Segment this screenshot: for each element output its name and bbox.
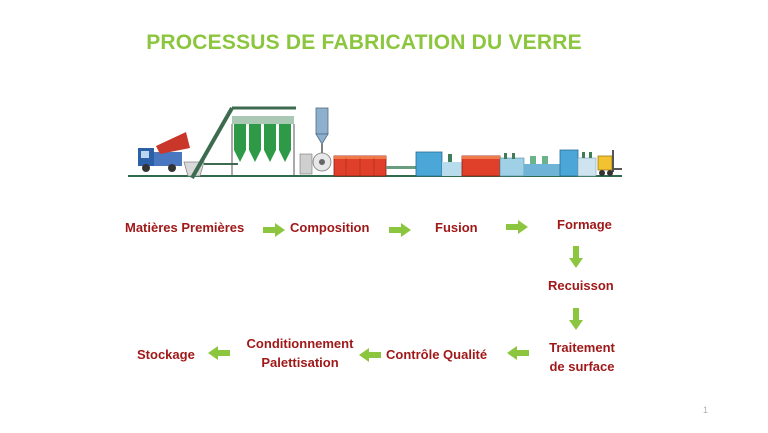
left-arrow-icon (359, 348, 381, 362)
step-controle-qualite: Contrôle Qualité (386, 347, 488, 362)
step-matieres-premieres: Matières Premières (125, 220, 245, 235)
right-arrow-icon (389, 223, 411, 237)
right-arrow-icon (263, 223, 285, 237)
inspection-station-icon (524, 149, 597, 177)
diagram-title: PROCESSUS DE FABRICATION DU VERRE (146, 31, 582, 54)
silos-icon (231, 116, 295, 176)
step-conditionnement-palettisation: Conditionnement Palettisation (240, 334, 360, 372)
forming-machine-icon (415, 151, 525, 177)
right-arrow-icon (506, 220, 528, 234)
forklift-icon (597, 150, 622, 176)
page-number: 1 (703, 405, 709, 415)
furnace-icon (333, 155, 387, 177)
step-stockage: Stockage (137, 347, 195, 362)
mixer-tower-icon (299, 107, 332, 175)
step-conditionnement-line-1: Conditionnement (246, 336, 354, 351)
left-arrow-icon (507, 346, 529, 360)
step-formage: Formage (557, 217, 612, 232)
production-line-illustration (128, 106, 622, 179)
down-arrow-icon (569, 308, 583, 330)
step-composition: Composition (290, 220, 370, 235)
dump-truck-icon (138, 132, 205, 177)
step-traitement-de-surface: Traitement de surface (544, 338, 620, 376)
step-fusion: Fusion (435, 220, 478, 235)
step-recuisson: Recuisson (548, 278, 614, 293)
left-arrow-icon (208, 346, 230, 360)
down-arrow-icon (569, 246, 583, 268)
step-conditionnement-line-2: Palettisation (261, 355, 339, 370)
step-traitement-line-1: Traitement (549, 340, 615, 355)
step-traitement-line-2: de surface (549, 359, 615, 374)
